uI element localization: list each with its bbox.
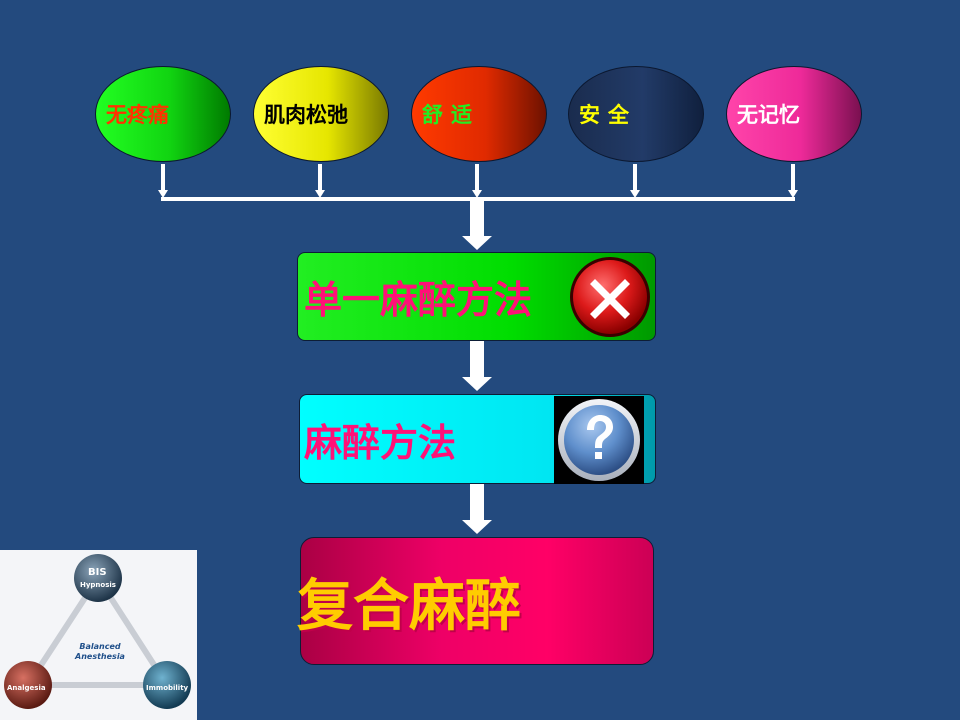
requirement-oval-comfort: 舒适 bbox=[411, 66, 547, 162]
requirement-label: 舒适 bbox=[422, 103, 480, 127]
bis-node-hypnosis: Hypnosis bbox=[80, 581, 116, 589]
flow-arrow-shaft bbox=[470, 341, 484, 377]
balanced-anesthesia-diagram: BIS Hypnosis Analgesia Immobility Balanc… bbox=[0, 550, 197, 720]
connector-line bbox=[475, 164, 479, 190]
connector-line bbox=[318, 164, 322, 190]
connector-arrowhead bbox=[158, 190, 168, 198]
connector-arrowhead bbox=[472, 190, 482, 198]
flow-arrow-head bbox=[462, 236, 492, 250]
connector-line bbox=[791, 164, 795, 190]
flow-arrow-head bbox=[462, 520, 492, 534]
connector-arrowhead bbox=[315, 190, 325, 198]
requirement-oval-no-pain: 无疼痛 bbox=[95, 66, 231, 162]
question-icon bbox=[554, 396, 644, 484]
combined-anesthesia-label: 复合麻醉 bbox=[297, 573, 521, 639]
connector-arrowhead bbox=[788, 190, 798, 198]
requirement-label: 无记忆 bbox=[737, 103, 800, 127]
bis-logo: BIS bbox=[88, 567, 107, 578]
bis-node-analgesia: Analgesia bbox=[7, 684, 46, 692]
method-label: 麻醉方法 bbox=[304, 420, 457, 465]
flow-arrow-shaft bbox=[470, 200, 484, 236]
bis-node-immobility: Immobility bbox=[146, 684, 189, 692]
requirement-label: 安全 bbox=[579, 103, 637, 127]
bis-center-line: Balanced bbox=[79, 642, 121, 651]
flow-arrow-head bbox=[462, 377, 492, 391]
connector-bus-line bbox=[161, 197, 795, 201]
connector-line bbox=[161, 164, 165, 190]
flow-arrow-shaft bbox=[470, 484, 484, 520]
connector-line bbox=[633, 164, 637, 190]
connector-arrowhead bbox=[630, 190, 640, 198]
bis-center-text: Balanced Anesthesia bbox=[60, 642, 140, 662]
requirement-oval-safety: 安全 bbox=[568, 66, 704, 162]
requirement-oval-muscle-relaxation: 肌肉松弛 bbox=[253, 66, 389, 162]
requirement-label: 肌肉松弛 bbox=[264, 103, 348, 127]
requirement-oval-no-memory: 无记忆 bbox=[726, 66, 862, 162]
cross-icon bbox=[568, 255, 652, 343]
single-method-label: 单一麻醉方法 bbox=[304, 278, 533, 322]
bis-center-line: Anesthesia bbox=[75, 652, 125, 661]
combined-anesthesia-box: 复合麻醉 bbox=[297, 537, 654, 665]
requirement-label: 无疼痛 bbox=[106, 103, 169, 127]
